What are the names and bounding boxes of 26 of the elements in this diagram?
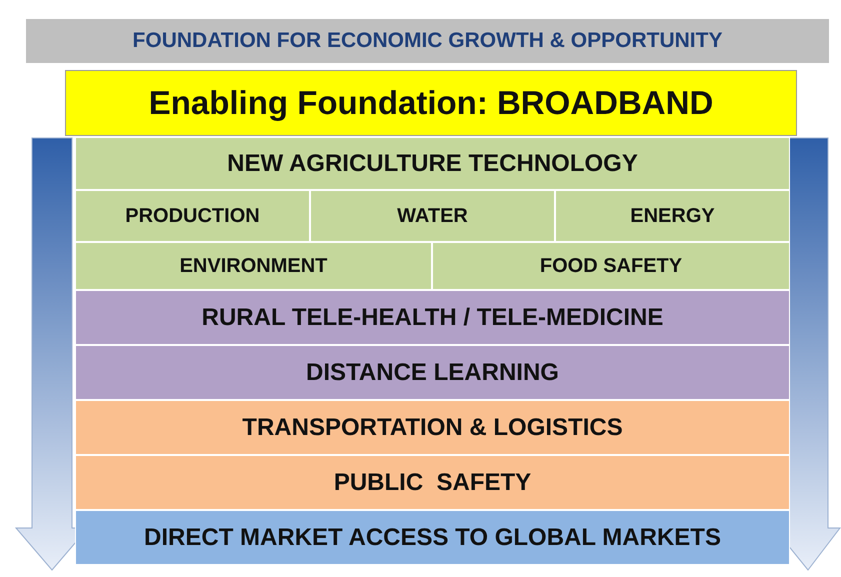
topic-cell (555, 190, 790, 242)
band-label: RURAL TELE-HEALTH / TELE-MEDICINE (202, 304, 664, 332)
band-label: FOOD SAFETY (540, 254, 682, 278)
category-band (75, 510, 790, 565)
band-label: NEW AGRICULTURE TECHNOLOGY (227, 150, 638, 178)
category-band (75, 137, 790, 190)
band-label: PUBLIC SAFETY (334, 468, 532, 496)
band-label: DISTANCE LEARNING (306, 358, 559, 386)
topic-cell (75, 242, 432, 290)
foundation-box (65, 70, 797, 136)
band-label: WATER (397, 204, 468, 228)
header-band (25, 18, 830, 64)
band-label: ENERGY (630, 204, 715, 228)
topic-cell (75, 190, 310, 242)
band-label: Enabling Foundation: BROADBAND (148, 84, 714, 122)
category-band (75, 290, 790, 345)
band-label: TRANSPORTATION & LOGISTICS (242, 414, 623, 442)
topic-cell (310, 190, 555, 242)
band-label: ENVIRONMENT (180, 254, 328, 278)
category-band (75, 345, 790, 400)
band-label: PRODUCTION (125, 204, 260, 228)
band-label: DIRECT MARKET ACCESS TO GLOBAL MARKETS (144, 524, 721, 552)
category-band (75, 400, 790, 455)
band-label: FOUNDATION FOR ECONOMIC GROWTH & OPPORTUNITY (132, 29, 722, 53)
topic-cell (432, 242, 790, 290)
category-band (75, 455, 790, 510)
